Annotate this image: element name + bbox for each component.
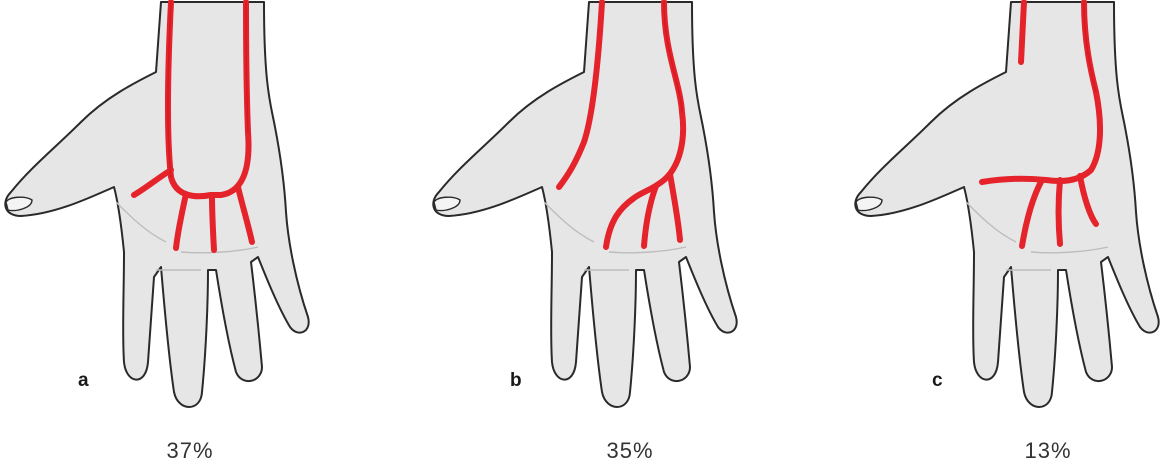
hand-b (433, 2, 736, 407)
panel-label-c: c (932, 370, 943, 392)
hand-c (855, 2, 1158, 407)
panel-label-b: b (510, 370, 522, 392)
hand-a (5, 2, 308, 407)
panel-label-a: a (78, 370, 89, 392)
percentage-c: 13% (998, 438, 1098, 464)
percentage-a: 37% (140, 438, 240, 464)
percentage-b: 35% (580, 438, 680, 464)
